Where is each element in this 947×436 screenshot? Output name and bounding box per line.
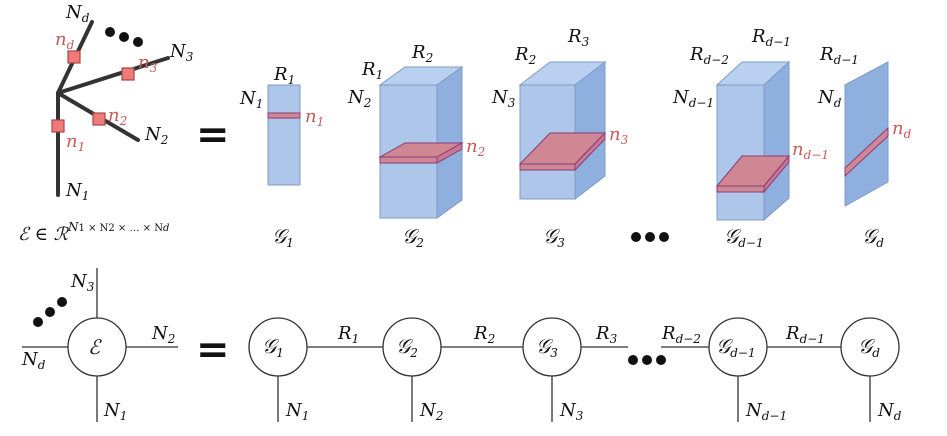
core-d-minus-1-dim: Nd−1 bbox=[672, 87, 714, 110]
node-g3-leg: N3 bbox=[559, 400, 584, 423]
core-2-rank-left: R1 bbox=[361, 59, 383, 82]
core-d-dim: Nd bbox=[817, 87, 842, 110]
bottom-leg-nd: Nd bbox=[21, 349, 46, 372]
bond-rd1-label: Rd−1 bbox=[785, 323, 825, 346]
node-g2-name: 𝒢2 bbox=[396, 334, 418, 360]
bottom-tensor-name: ℰ bbox=[88, 335, 102, 359]
tree-label-n3: N3 bbox=[169, 41, 194, 64]
tensor-train-chain: 𝒢1 𝒢2 𝒢3 𝒢d−1 𝒢d N1 N2 N3 Nd−1 Nd R1 R2 … bbox=[248, 317, 902, 423]
tree-branch-3 bbox=[56, 56, 170, 95]
tree-mode-nd: nd bbox=[55, 29, 75, 52]
core-2-rank-right: R2 bbox=[411, 42, 433, 65]
bottom-leg-n1: N1 bbox=[103, 400, 127, 423]
core-d-block: Rd−1 Nd nd 𝒢d bbox=[817, 44, 912, 250]
core-3-block: R2 R3 N3 n3 𝒢3 bbox=[491, 26, 629, 250]
bottom-equals-sign: = bbox=[196, 327, 230, 373]
core-d-slice bbox=[844, 126, 889, 178]
tree-marker-d bbox=[67, 50, 81, 64]
tensor-space-label: ℰ ∈ ℛN1 × N2 × … × Nd bbox=[18, 220, 169, 245]
node-gd-leg: Nd bbox=[877, 400, 902, 423]
node-gd1 bbox=[708, 317, 768, 377]
tree-label-nd: Nd bbox=[65, 2, 90, 25]
core-1-block: R1 N1 n1 𝒢1 bbox=[239, 64, 324, 250]
tree-marker-1 bbox=[51, 119, 65, 133]
tree-mode-n3: n3 bbox=[138, 52, 158, 75]
tree-marker-2 bbox=[92, 112, 106, 126]
core-2-name: 𝒢2 bbox=[402, 224, 424, 250]
core-1-slice bbox=[267, 112, 301, 119]
tree-mode-n1: n1 bbox=[66, 131, 85, 154]
core-1-rank-right: R1 bbox=[273, 64, 295, 87]
bottom-tensor-node: ℰ N3 N2 Nd N1 bbox=[21, 268, 178, 423]
tree-dots bbox=[105, 27, 143, 47]
core-1-name: 𝒢1 bbox=[272, 224, 294, 250]
core-2-dim: N2 bbox=[347, 87, 371, 110]
core-d-minus-1-rank-left: Rd−2 bbox=[689, 44, 729, 67]
core-2-block: R1 R2 N2 n2 𝒢2 bbox=[347, 42, 485, 250]
core-3-mode: n3 bbox=[609, 124, 629, 147]
node-g3 bbox=[522, 317, 582, 377]
core-3-dim: N3 bbox=[491, 87, 516, 110]
bottom-leg-n2: N2 bbox=[151, 323, 175, 346]
chain-ellipsis-dots bbox=[628, 355, 666, 365]
tree-marker-3 bbox=[121, 67, 135, 81]
core-2-mode: n2 bbox=[466, 136, 485, 159]
node-g1-leg: N1 bbox=[285, 400, 309, 423]
core-d-minus-1-name: 𝒢d−1 bbox=[724, 224, 764, 250]
node-g1-name: 𝒢1 bbox=[262, 334, 284, 360]
node-gd1-name: 𝒢d−1 bbox=[716, 334, 756, 360]
core-1-mode: n1 bbox=[305, 106, 324, 129]
core-d-rank-left: Rd−1 bbox=[819, 44, 859, 67]
bond-r2-label: R2 bbox=[473, 323, 495, 346]
bond-r1-label: R1 bbox=[337, 323, 359, 346]
bond-rd2-label: Rd−2 bbox=[661, 323, 701, 346]
node-g2-leg: N2 bbox=[419, 400, 443, 423]
node-gd-name: 𝒢d bbox=[858, 334, 880, 360]
tree-label-n2: N2 bbox=[144, 124, 168, 147]
core-1-dim: N1 bbox=[239, 88, 263, 111]
top-equals-sign: = bbox=[196, 112, 230, 158]
bottom-leg-n3: N3 bbox=[70, 271, 95, 294]
node-g2 bbox=[382, 317, 442, 377]
bottom-tensor-dots bbox=[33, 297, 67, 327]
node-g1 bbox=[248, 317, 308, 377]
core-d-minus-1-mode: nd−1 bbox=[792, 139, 829, 162]
core-3-rank-right: R3 bbox=[567, 26, 590, 49]
node-gd bbox=[840, 317, 900, 377]
tensor-tree: Nd N3 N2 N1 nd n3 n2 n1 bbox=[51, 2, 194, 203]
core-3-rank-left: R2 bbox=[514, 44, 536, 67]
bond-r3-label: R3 bbox=[595, 323, 618, 346]
node-g3-name: 𝒢3 bbox=[536, 334, 558, 360]
tree-mode-n2: n2 bbox=[108, 105, 127, 128]
top-ellipsis-dots bbox=[631, 232, 669, 242]
tree-label-n1: N1 bbox=[65, 180, 89, 203]
core-d-name: 𝒢d bbox=[862, 224, 884, 250]
core-d-minus-1-rank-right: Rd−1 bbox=[751, 26, 791, 49]
core-d-mode: nd bbox=[892, 118, 912, 141]
core-d-minus-1-block: Rd−2 Rd−1 Nd−1 nd−1 𝒢d−1 bbox=[672, 26, 829, 250]
node-gd1-leg: Nd−1 bbox=[745, 400, 787, 423]
core-3-name: 𝒢3 bbox=[543, 224, 565, 250]
